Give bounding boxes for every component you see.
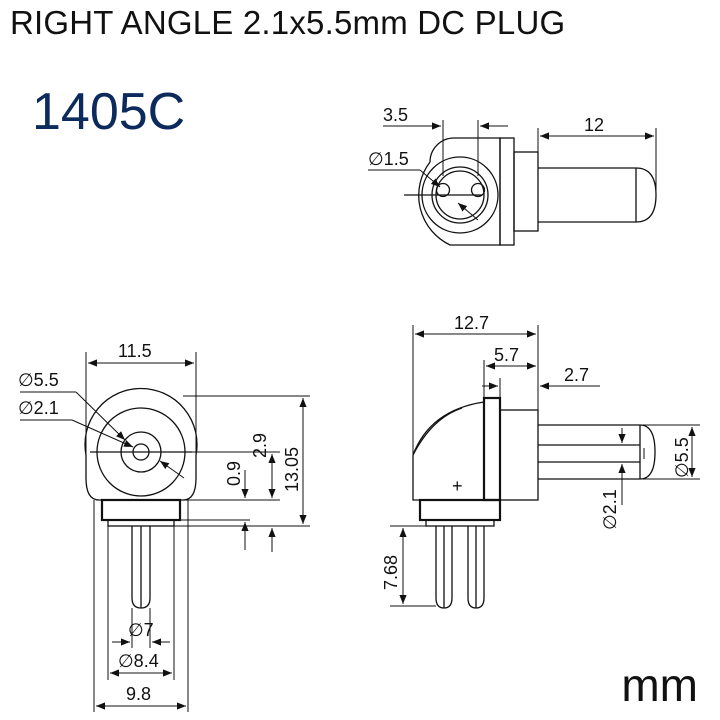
- dim-front-height-a: 2.9: [250, 433, 270, 458]
- dim-side-body: 5.7: [494, 345, 519, 365]
- center-mark: +: [452, 476, 463, 496]
- top-view: 3.5 12 ∅1.5: [368, 105, 657, 246]
- part-number: 1405C: [32, 83, 186, 141]
- dim-side-barrel-dia: ∅5.5: [672, 437, 692, 478]
- dim-front-base-dia: ∅8.4: [118, 651, 159, 671]
- dim-side-pin-length: 7.68: [381, 555, 401, 590]
- dim-side-flange: 2.7: [564, 365, 589, 385]
- dim-front-width: 11.5: [118, 341, 152, 361]
- units-label: mm: [621, 659, 698, 711]
- dim-pin-pitch: 3.5: [383, 105, 408, 125]
- side-view: + 12.7 5.7 2.7 ∅5.5: [381, 313, 700, 609]
- dim-front-inner-dia: ∅2.1: [18, 398, 59, 418]
- dim-front-offset: 0.9: [224, 461, 244, 486]
- dim-side-overall: 12.7: [454, 313, 489, 333]
- dim-top-length: 12: [584, 115, 604, 135]
- dim-front-base-width: 9.8: [126, 684, 151, 704]
- dim-front-outer-dia: ∅5.5: [18, 370, 59, 390]
- dim-top-pin-dia: ∅1.5: [368, 149, 409, 169]
- dim-front-height-b: 13.05: [282, 447, 302, 492]
- dim-side-pin-dia: ∅2.1: [600, 489, 620, 530]
- front-view: 11.5 ∅5.5 ∅2.1 13.05 2.9 0.9: [18, 341, 310, 712]
- dim-front-shaft-dia: ∅7: [128, 620, 154, 640]
- drawing-title: RIGHT ANGLE 2.1x5.5mm DC PLUG: [10, 4, 566, 41]
